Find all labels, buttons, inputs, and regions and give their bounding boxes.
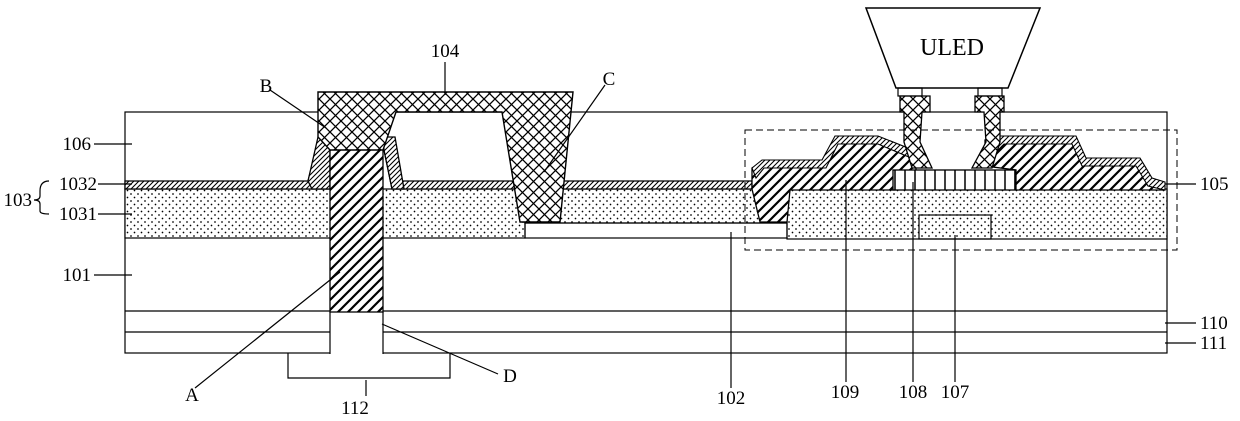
uled-pad-left	[898, 88, 922, 96]
label-112: 112	[341, 398, 369, 419]
label-111: 111	[1200, 333, 1227, 354]
label-106: 106	[63, 134, 92, 155]
via-a	[330, 148, 383, 312]
pad-112	[288, 353, 450, 378]
uled-label: ULED	[920, 35, 984, 61]
label-101: 101	[63, 265, 92, 286]
layer-1031-middle	[525, 189, 787, 223]
layer-1031-right	[787, 189, 1167, 239]
label-107: 107	[941, 382, 970, 403]
uled-pad-right	[978, 88, 1002, 96]
label-1031: 1031	[59, 204, 97, 225]
layer-1032-left	[125, 142, 328, 189]
layer-102	[525, 223, 787, 238]
label-1032: 1032	[59, 174, 97, 195]
element-108	[893, 170, 1015, 190]
label-102: 102	[717, 388, 746, 409]
label-108: 108	[899, 382, 928, 403]
label-c: C	[603, 69, 616, 90]
label-109: 109	[831, 382, 860, 403]
layer-1032-middle	[562, 181, 752, 189]
label-a: A	[185, 385, 199, 406]
label-105: 105	[1200, 174, 1229, 195]
layer-1032-around-via	[384, 142, 518, 189]
label-103: 103	[4, 190, 33, 211]
label-110: 110	[1200, 313, 1228, 334]
via-opening-bottom	[330, 310, 383, 354]
label-104: 104	[431, 41, 460, 62]
label-b: B	[260, 76, 273, 97]
layer-1031-left	[125, 189, 525, 238]
label-d: D	[503, 366, 517, 387]
sidewall-b-right	[383, 137, 404, 189]
